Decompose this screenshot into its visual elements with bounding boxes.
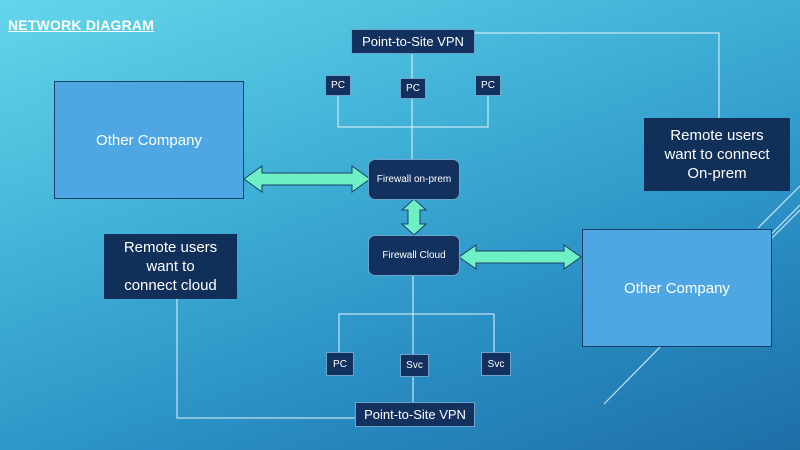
remote-onprem-callout: Remote users want to connect On-prem: [644, 118, 790, 191]
company-left-label: Other Company: [96, 131, 202, 149]
other-company-right: Other Company: [582, 229, 772, 347]
remote-onprem-line-3: On-prem: [687, 165, 747, 182]
svc-node-bottom-mid: Svc: [400, 354, 429, 377]
bottom-tree-lines: [176, 273, 495, 419]
remote-cloud-line-3: connect cloud: [124, 277, 217, 294]
other-company-left: Other Company: [54, 81, 244, 199]
pc-label: PC: [481, 80, 495, 91]
company-right-label: Other Company: [624, 279, 730, 297]
svc-node-bottom-right: Svc: [481, 352, 511, 376]
top-tree-lines: [337, 32, 720, 160]
pc-label: PC: [406, 83, 420, 94]
pc-label: PC: [333, 358, 347, 370]
pc-label: PC: [331, 80, 345, 91]
arrow-firewall-cloud-to-company-right: [458, 244, 582, 270]
vpn-node-bottom: Point-to-Site VPN: [355, 402, 475, 427]
vpn-bottom-label: Point-to-Site VPN: [364, 407, 466, 422]
firewall-cloud-label: Firewall Cloud: [382, 250, 446, 261]
remote-onprem-line-1: Remote users: [670, 127, 764, 144]
pc-node-top-right: PC: [475, 75, 501, 96]
remote-cloud-line-1: Remote users: [123, 239, 218, 256]
arrow-firewall-onprem-to-cloud: [400, 198, 428, 236]
svc-label: Svc: [406, 360, 423, 371]
remote-cloud-callout: Remote users want to connect cloud: [104, 234, 237, 299]
firewall-cloud-node: Firewall Cloud: [368, 235, 460, 276]
pc-node-bottom-left: PC: [326, 352, 354, 376]
arrow-company-left-to-firewall: [243, 165, 371, 193]
slide-title: NETWORK DIAGRAM: [8, 17, 155, 33]
svc-label: Svc: [487, 358, 505, 370]
firewall-onprem-label: Firewall on-prem: [376, 174, 452, 185]
pc-node-top-mid: PC: [400, 78, 426, 99]
remote-cloud-line-2: want to: [146, 258, 195, 275]
firewall-onprem-node: Firewall on-prem: [368, 159, 460, 200]
vpn-node-top: Point-to-Site VPN: [351, 29, 475, 54]
pc-node-top-left: PC: [325, 75, 351, 96]
remote-onprem-line-2: want to connect: [664, 146, 770, 163]
vpn-top-label: Point-to-Site VPN: [362, 34, 464, 49]
